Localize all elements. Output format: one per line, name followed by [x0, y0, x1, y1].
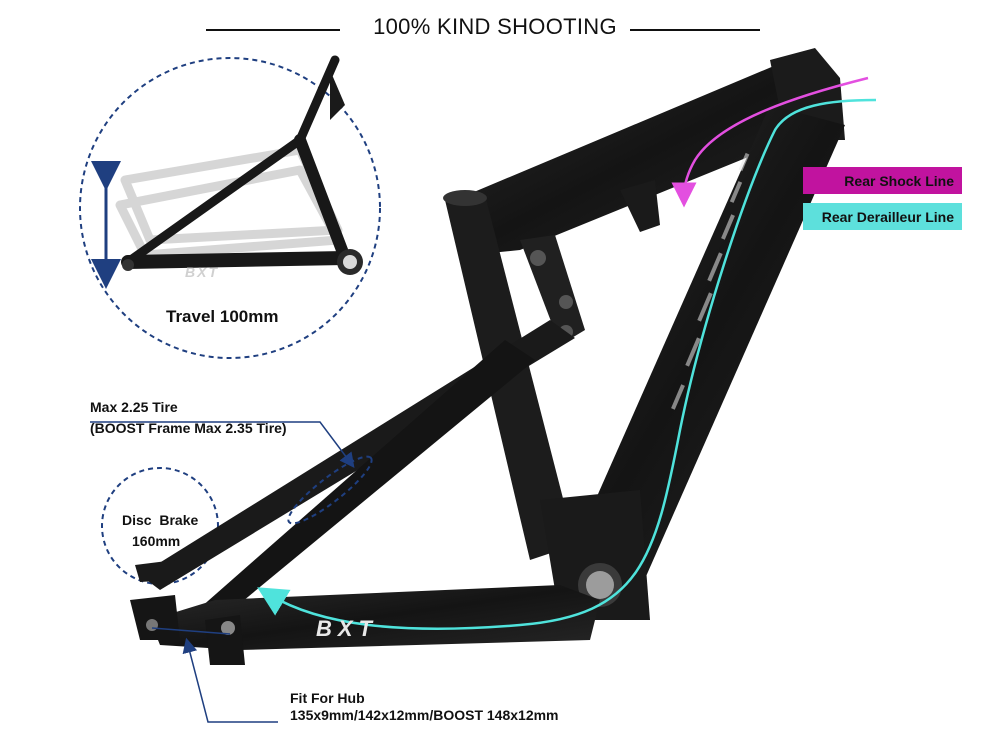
- brake-label-line1: Disc Brake: [122, 512, 199, 528]
- page-title: 100% KIND SHOOTING: [373, 14, 617, 39]
- main-frame: [130, 48, 845, 665]
- travel-label: Travel 100mm: [166, 307, 279, 326]
- hub-axle-line: [151, 627, 231, 635]
- hub-label-line2: 135x9mm/142x12mm/BOOST 148x12mm: [290, 707, 559, 723]
- hub-label-line1: Fit For Hub: [290, 690, 365, 706]
- inset-logo: BXT: [185, 264, 219, 280]
- legend-rear-shock-line: Rear Shock Line: [803, 167, 962, 194]
- tire-label-line2: (BOOST Frame Max 2.35 Tire): [90, 420, 287, 436]
- legend-rear-shock-label: Rear Shock Line: [844, 172, 954, 189]
- down-tube-graphics: [671, 152, 750, 410]
- legend-rear-derailleur-line: Rear Derailleur Line: [803, 203, 962, 230]
- header-rule-right: [630, 29, 760, 31]
- hub-callout-leader: [182, 637, 278, 723]
- tire-callout-leader: [90, 421, 355, 468]
- legend-rear-derailleur-label: Rear Derailleur Line: [821, 208, 954, 225]
- rear-derailleur-line-route: [257, 98, 877, 630]
- tire-clearance-marker: [287, 455, 373, 525]
- tire-label-line1: Max 2.25 Tire: [90, 399, 178, 415]
- travel-inset: [79, 55, 381, 359]
- frame-logo: BXT: [316, 616, 378, 641]
- header-rule-left: [206, 29, 340, 31]
- rear-shock-line-route: [671, 76, 869, 208]
- brake-label-line2: 160mm: [132, 533, 181, 549]
